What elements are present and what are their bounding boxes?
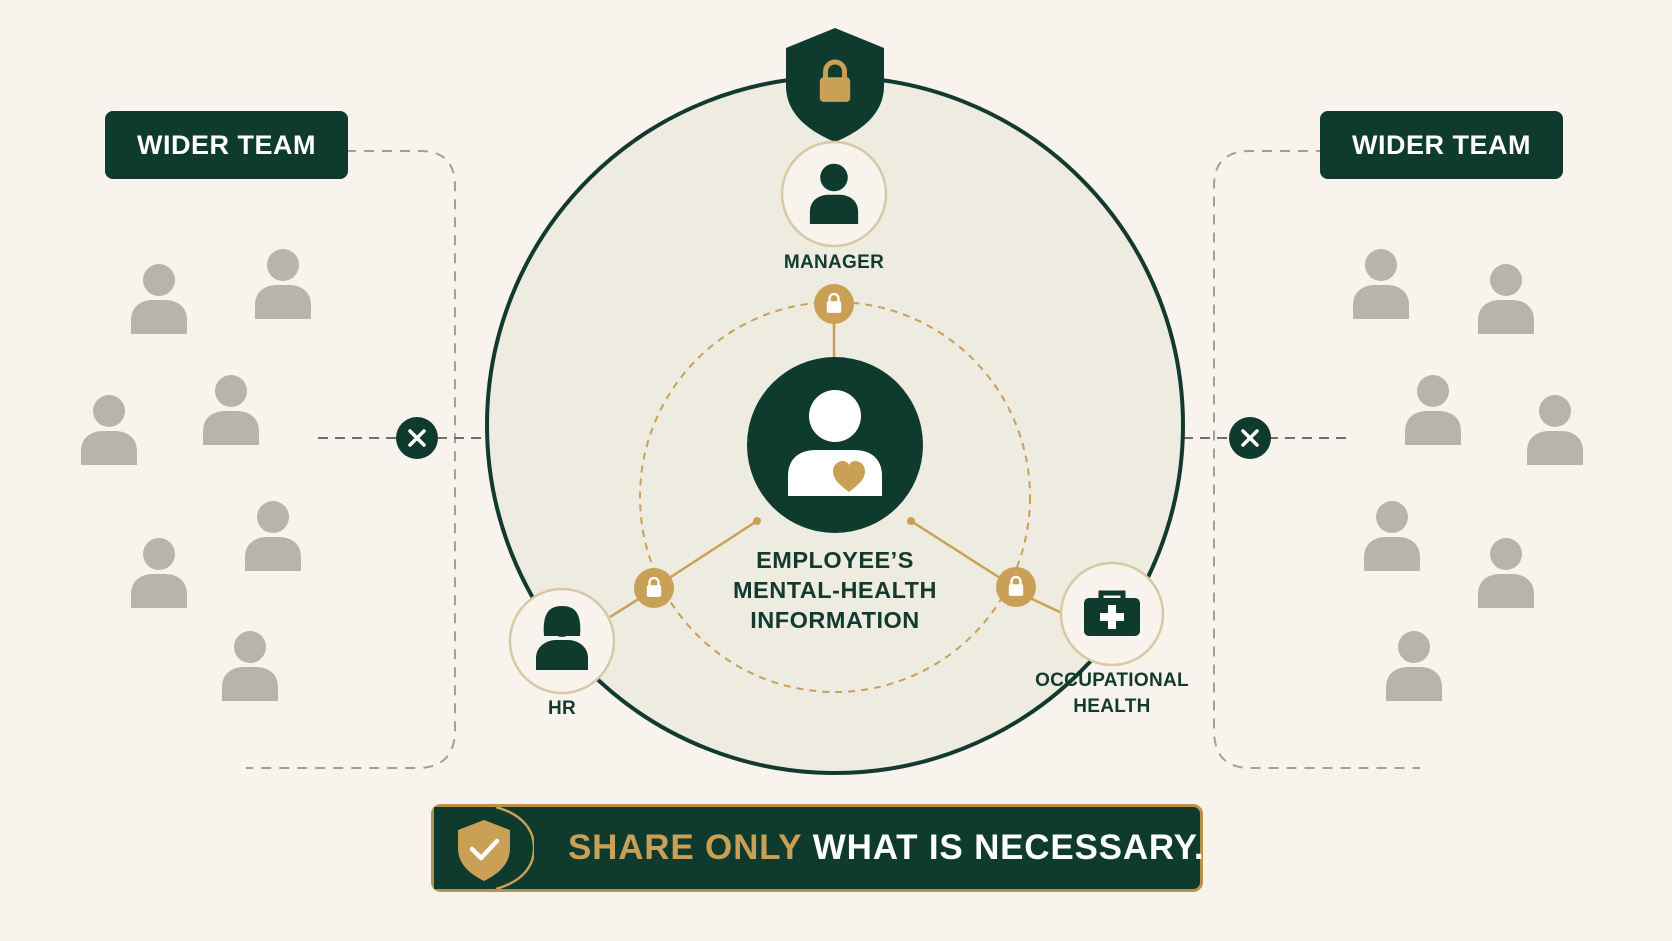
wider-team-label-left: WIDER TEAM — [105, 111, 348, 179]
connector-dot — [907, 517, 915, 525]
person-icon — [255, 249, 311, 319]
person-icon — [1478, 538, 1534, 608]
person-female-icon — [536, 606, 588, 670]
person-icon — [1478, 264, 1534, 334]
share-necessary-banner: SHARE ONLY WHAT IS NECESSARY. — [431, 804, 1204, 892]
hr-node — [508, 587, 616, 695]
padlock-icon — [996, 567, 1036, 607]
employee-info-label: EMPLOYEE’S MENTAL-HEALTH INFORMATION — [700, 545, 970, 635]
connector-oh-outer — [1029, 596, 1065, 616]
occupational-health-label-line2: HEALTH — [1073, 696, 1151, 717]
banner-rest-text: WHAT IS NECESSARY. — [812, 828, 1205, 867]
inner-dashed-circle — [639, 301, 1031, 693]
person-icon — [203, 375, 259, 445]
person-icon — [81, 395, 137, 465]
banner-text: SHARE ONLY WHAT IS NECESSARY. — [568, 807, 1204, 889]
x-circle-icon — [1229, 417, 1271, 459]
wider-team-left-boundary — [246, 150, 456, 769]
padlock-icon — [814, 284, 854, 324]
employee-info-label-line1: EMPLOYEE’S — [756, 547, 914, 573]
manager-node — [780, 140, 888, 248]
occupational-health-label: OCCUPATIONAL HEALTH — [1022, 668, 1202, 720]
wider-team-right-boundary — [1213, 150, 1420, 769]
person-icon — [222, 631, 278, 701]
manager-label: MANAGER — [783, 252, 885, 273]
occupational-health-label-line1: OCCUPATIONAL — [1035, 670, 1189, 691]
employee-info-label-line2: MENTAL-HEALTH — [732, 577, 938, 603]
person-icon — [245, 501, 301, 571]
person-icon — [1353, 249, 1409, 319]
person-icon — [131, 264, 187, 334]
person-icon — [1364, 501, 1420, 571]
person-icon — [131, 538, 187, 608]
person-heart-icon — [788, 390, 882, 496]
connector-oh-inner — [910, 519, 1001, 580]
wider-team-label-right: WIDER TEAM — [1320, 111, 1563, 179]
person-icon — [1386, 631, 1442, 701]
banner-highlight-text: SHARE ONLY — [568, 828, 803, 867]
shield-check-icon — [434, 807, 534, 889]
hr-label: HR — [547, 698, 577, 719]
shield-lock-icon — [786, 28, 884, 142]
occupational-health-node — [1059, 561, 1165, 667]
padlock-icon — [634, 568, 674, 608]
person-icon — [1405, 375, 1461, 445]
connector-dot — [753, 517, 761, 525]
x-circle-icon — [396, 417, 438, 459]
person-icon — [1527, 395, 1583, 465]
medical-kit-icon — [1084, 590, 1140, 636]
connector-hr-inner — [659, 519, 758, 586]
employee-info-label-line3: INFORMATION — [750, 607, 920, 633]
employee-node — [747, 357, 923, 533]
